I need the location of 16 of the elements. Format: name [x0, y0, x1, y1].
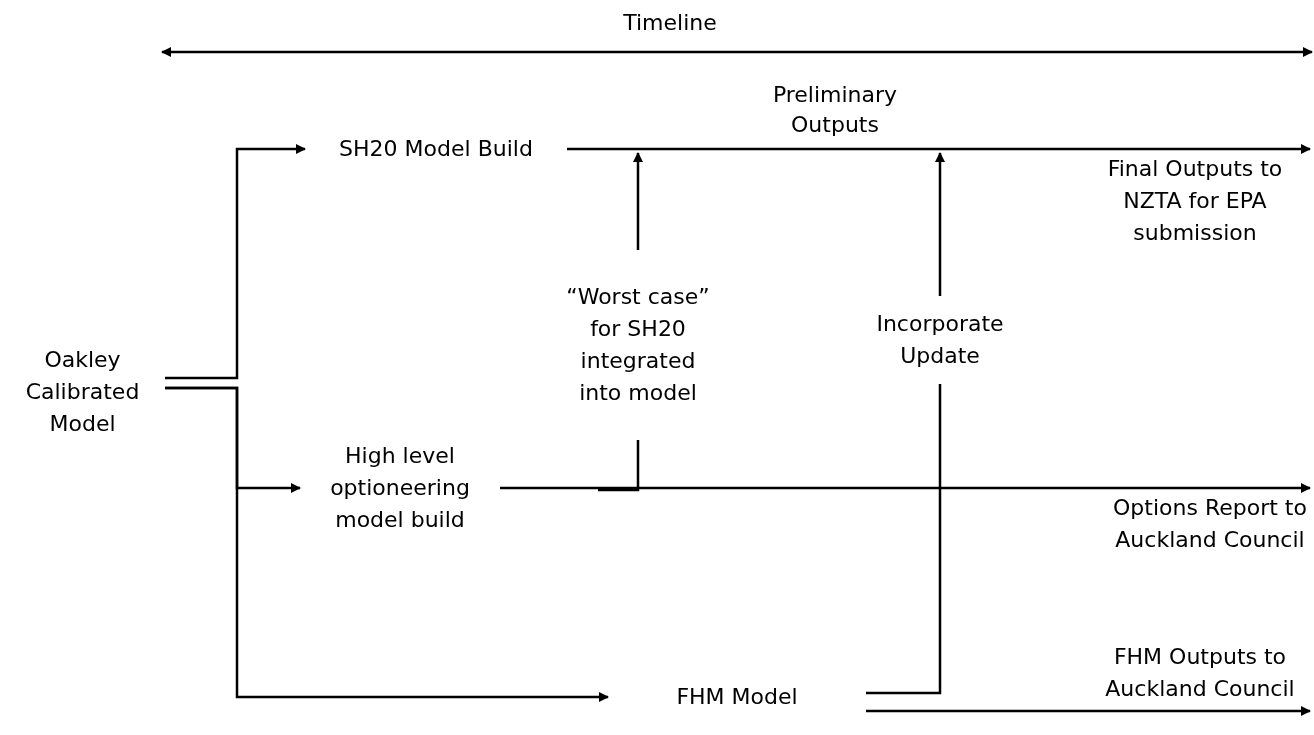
node-text: Incorporate Update: [845, 296, 1035, 384]
connector-arrow: [633, 152, 643, 250]
connector-arrow: [165, 386, 609, 702]
note-text: Timeline: [622, 9, 718, 37]
node-text: “Worst case” for SH20 integrated into model: [560, 250, 716, 440]
note-text: Preliminary Outputs: [771, 81, 899, 139]
connector-arrow: [500, 483, 1311, 493]
connector-arrow: [866, 706, 1311, 716]
connector-arrow: [165, 144, 306, 380]
node-text: High level optioneering model build: [300, 436, 500, 540]
node-text: FHM Model: [608, 680, 866, 714]
connector-arrow: [567, 144, 1311, 154]
node-text: SH20 Model Build: [305, 132, 567, 166]
node-text: Oakley Calibrated Model: [0, 344, 165, 440]
node-text: Final Outputs to NZTA for EPA submission: [1080, 149, 1310, 253]
connector-arrow: [935, 152, 945, 296]
